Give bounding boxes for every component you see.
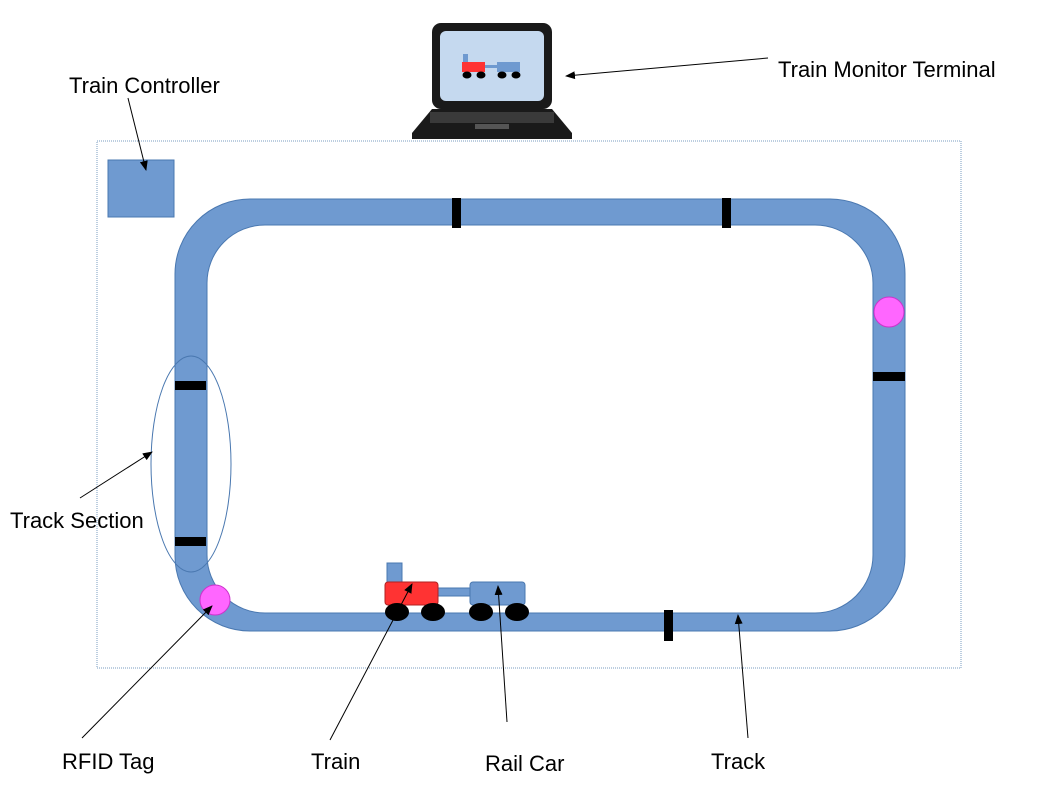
screen-wheel — [462, 71, 472, 79]
callout-arrow-train-controller — [127, 97, 148, 171]
label-train-monitor-terminal: Train Monitor Terminal — [778, 57, 996, 82]
section-divider — [664, 610, 673, 641]
screen-rail-car — [497, 62, 520, 72]
callout-arrow-track-section — [79, 451, 153, 499]
label-train: Train — [311, 749, 361, 774]
rfid-tag-icon — [873, 296, 905, 328]
controller-box-icon — [107, 159, 175, 218]
screen-wheel — [511, 71, 521, 79]
track — [174, 198, 906, 632]
rail-car — [469, 581, 529, 621]
section-divider — [873, 372, 905, 381]
section-divider — [722, 198, 731, 228]
label-train-controller: Train Controller — [69, 73, 220, 98]
screen-locomotive — [462, 62, 485, 72]
label-rfid-tag: RFID Tag — [62, 749, 155, 774]
label-track: Track — [711, 749, 766, 774]
screen-wheel — [497, 71, 507, 79]
callout-arrow-terminal — [565, 57, 769, 80]
label-rail-car: Rail Car — [485, 751, 565, 776]
wheel — [469, 603, 493, 621]
section-divider — [175, 537, 206, 546]
train — [384, 562, 474, 621]
track-section-outline — [150, 355, 232, 573]
screen-train-cab — [463, 54, 468, 63]
callout-arrow-train — [329, 583, 413, 741]
rfid-tag-icon — [199, 584, 231, 616]
laptop-touchpad — [475, 124, 509, 129]
screen-train-coupling — [484, 65, 499, 68]
wheel — [505, 603, 529, 621]
coupling — [436, 587, 474, 597]
laptop-keyboard — [430, 112, 554, 123]
section-divider — [175, 381, 206, 390]
callout-arrow-rfid-tag — [81, 605, 213, 739]
screen-wheel — [476, 71, 486, 79]
laptop-icon — [412, 23, 572, 139]
section-divider — [452, 198, 461, 228]
label-track-section: Track Section — [10, 508, 144, 533]
callout-arrow-track — [734, 614, 749, 739]
system-boundary — [96, 140, 962, 669]
locomotive-cab — [386, 562, 403, 585]
callout-arrow-rail-car — [494, 585, 508, 723]
wheel — [421, 603, 445, 621]
rail-car-body — [469, 581, 526, 606]
